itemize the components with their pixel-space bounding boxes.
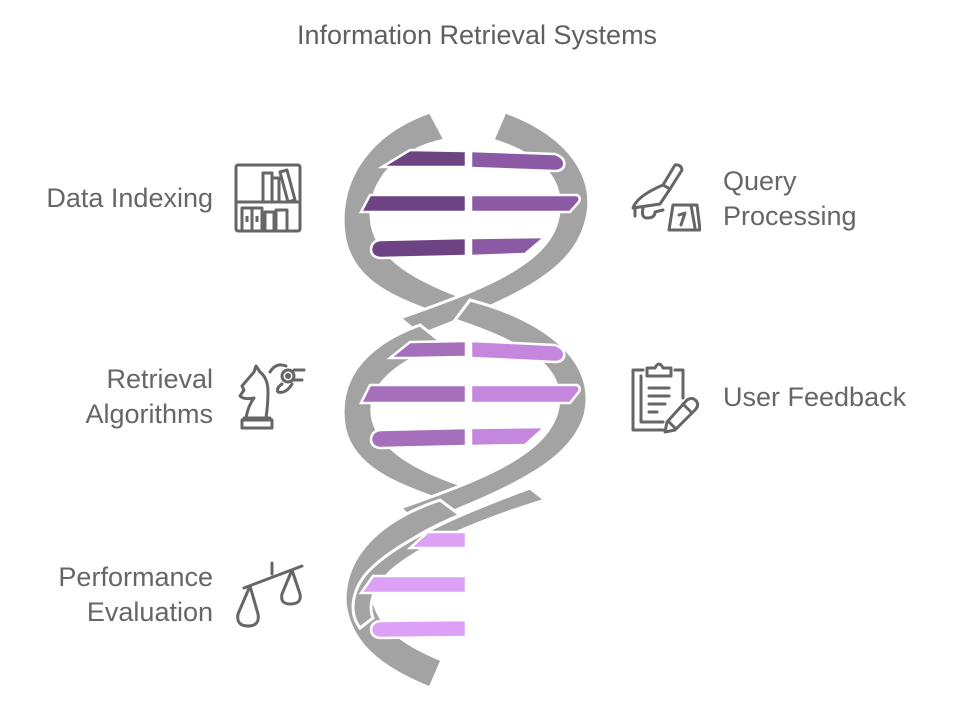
rung	[469, 235, 549, 258]
balance-scale-icon	[230, 558, 306, 634]
diagram-title: Information Retrieval Systems	[296, 20, 658, 50]
rung	[377, 148, 468, 169]
rung	[369, 236, 468, 260]
rung-group-2	[358, 339, 581, 450]
rung	[386, 339, 468, 360]
label-line: Retrieval	[106, 364, 213, 394]
label-user-feedback: User Feedback	[723, 380, 906, 415]
rung-group-1	[358, 148, 581, 260]
rung	[469, 339, 566, 364]
rung	[469, 383, 581, 405]
rung-group-3	[358, 530, 468, 640]
label-line: Processing	[723, 201, 857, 231]
label-retrieval-algorithms: Retrieval Algorithms	[85, 362, 213, 432]
label-line: Algorithms	[85, 399, 213, 429]
label-performance-evaluation: Performance Evaluation	[58, 560, 213, 630]
label-line: Performance	[58, 562, 213, 592]
rung	[369, 426, 468, 450]
rung	[358, 193, 468, 214]
label-line: Data Indexing	[46, 183, 213, 213]
label-query-processing: Query Processing	[723, 164, 857, 234]
rung	[358, 574, 468, 595]
strand-segment	[341, 110, 474, 317]
rung	[369, 618, 468, 640]
rung	[406, 530, 468, 550]
label-line: Evaluation	[86, 597, 213, 627]
chess-knight-icon	[230, 358, 306, 434]
label-line: Query	[723, 166, 797, 196]
rung	[469, 425, 549, 448]
bookshelf-icon	[230, 160, 306, 236]
clipboard-pencil-icon	[625, 358, 701, 434]
rung	[358, 383, 468, 405]
rung	[469, 193, 581, 214]
label-data-indexing: Data Indexing	[46, 181, 213, 216]
rung	[469, 149, 566, 173]
label-line: User Feedback	[723, 382, 907, 412]
knife-icon	[625, 160, 702, 236]
